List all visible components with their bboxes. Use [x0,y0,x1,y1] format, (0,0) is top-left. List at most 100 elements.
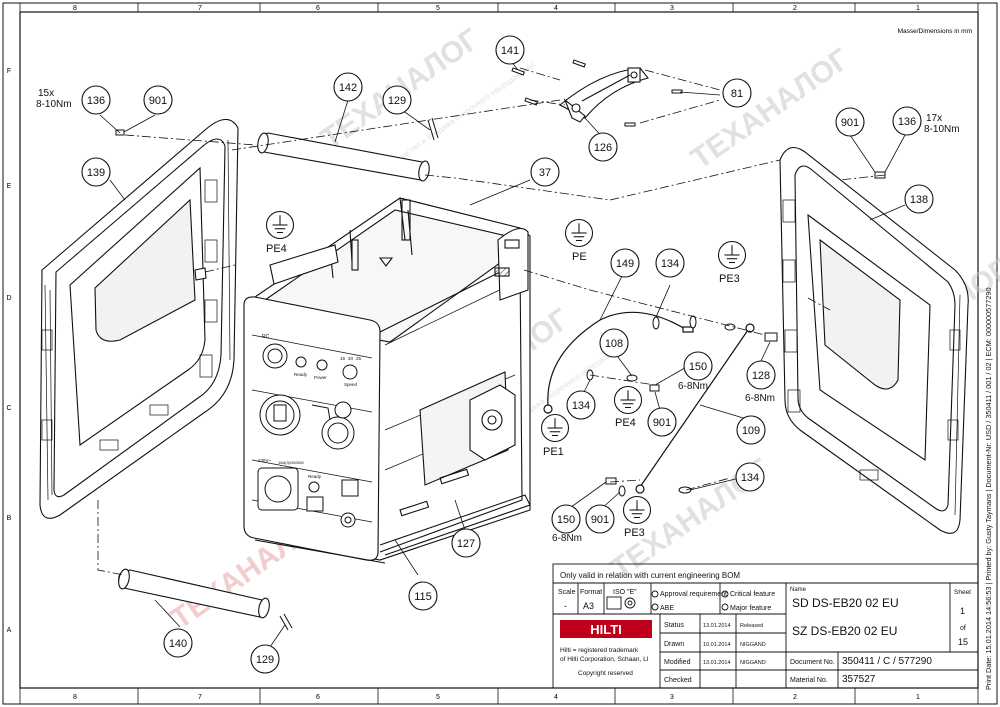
callout-136: 136 [81,85,111,115]
ground-symbols: PE4 PE PE3 PE4 PE1 PE3 [265,210,747,539]
callout-label: 141 [501,45,519,57]
level-16: 16 [340,356,346,361]
callout-label: 901 [841,117,859,129]
of-label: of [960,625,966,632]
status-row-date: 13.01.2014 [703,660,731,666]
callout-141: 141 [495,35,525,65]
callout-126: 126 [588,132,618,162]
scale-value: - [564,601,567,611]
callout-label: 138 [910,194,928,206]
callout-901: 901 [585,504,615,534]
callout-901: 901 [835,107,865,137]
tube-140 [118,568,270,619]
callout-label: 109 [742,425,760,437]
callout-bubble [736,415,766,445]
callout-129: 129 [250,644,280,674]
generator-chassis [243,197,531,564]
callout-bubble [735,462,765,492]
torque-left-count: 15x [38,88,54,99]
column-label: 4 [554,694,558,701]
callout-81: 81 [722,78,752,108]
status-row-value: Released [740,623,763,629]
callout-150: 150 [683,351,713,381]
right-side-frame [779,146,969,534]
column-label: 5 [436,694,440,701]
callout-bubble [451,528,481,558]
callout-138: 138 [904,184,934,214]
column-label: 5 [436,5,440,12]
callout-label: 901 [591,514,609,526]
callout-142: 142 [333,72,363,102]
sheet-number: 1 [960,606,965,616]
callout-label: 37 [539,167,551,179]
callout-bubble [81,85,111,115]
callout-label: 127 [457,538,475,550]
callout-bubble [904,184,934,214]
sheet-total: 15 [958,637,968,647]
callout-150: 150 [551,504,581,534]
callout-bubble [655,248,685,278]
callout-bubble [722,78,752,108]
callout-label: 128 [752,370,770,382]
torque-left-value: 8-10Nm [36,99,72,110]
row-label: E [7,183,12,190]
callout-136: 136 [892,106,922,136]
callout-901: 901 [647,407,677,437]
torque-right-count: 17x [926,113,942,124]
column-label: 7 [198,694,202,701]
ground-label: PE4 [615,417,636,429]
status-row-label: Checked [664,677,692,684]
amp-label: 16A(3)/3500W [278,460,304,465]
column-label: 7 [198,5,202,12]
callout-bubble [610,248,640,278]
callout-134: 134 [655,248,685,278]
left-side-frame [39,118,239,519]
watermark-text: ТЕХАНАЛОГ [685,43,856,176]
status-row-label: Modified [664,659,691,666]
drawing-name-2: SZ DS-EB20 02 EU [792,624,897,638]
cable-149 [543,311,694,414]
rc-label: RC [262,334,270,340]
ground-icon [622,495,652,525]
cable-109 [635,323,755,494]
ground-icon [717,240,747,270]
callout-label: 134 [661,258,679,270]
column-label: 2 [793,694,797,701]
status-row-value: NIGGAND [740,660,766,666]
callout-bubble [746,360,776,390]
document-number-label: Document No. [790,659,835,666]
hilti-logo [560,620,652,638]
callout-label: 115 [414,591,432,603]
assembly-lines [97,67,886,576]
column-label: 3 [670,5,674,12]
screws-141 [511,59,683,127]
callout-bubble [143,85,173,115]
callout-bubble [835,107,865,137]
callout-bubble [81,157,111,187]
engineering-note: Only valid in relation with current engi… [560,571,740,580]
callout-128: 128 [746,360,776,390]
callout-134: 134 [735,462,765,492]
callout-label: 140 [169,638,187,650]
format-header: Format [580,589,602,596]
callout-label: 136 [898,116,916,128]
ground-label: PE3 [624,527,645,539]
ground-icon [265,210,295,240]
callout-149: 149 [610,248,640,278]
level-25: 25 [356,356,362,361]
abe-label: ABE [660,605,674,612]
callout-label: 150 [557,514,575,526]
torque-150a: 6-8Nm [678,381,708,392]
status-row-date: 13.01.2014 [703,623,731,629]
callout-bubble [551,504,581,534]
callout-115: 115 [408,581,438,611]
callout-108: 108 [599,328,629,358]
print-info-strip: Print Date: 15.01.2014 14:56:53 | Printe… [984,287,993,690]
callout-bubble [530,157,560,187]
sheet-label: Sheet [954,589,971,596]
scale-header: Scale [558,589,576,596]
ground-icon [613,385,643,415]
